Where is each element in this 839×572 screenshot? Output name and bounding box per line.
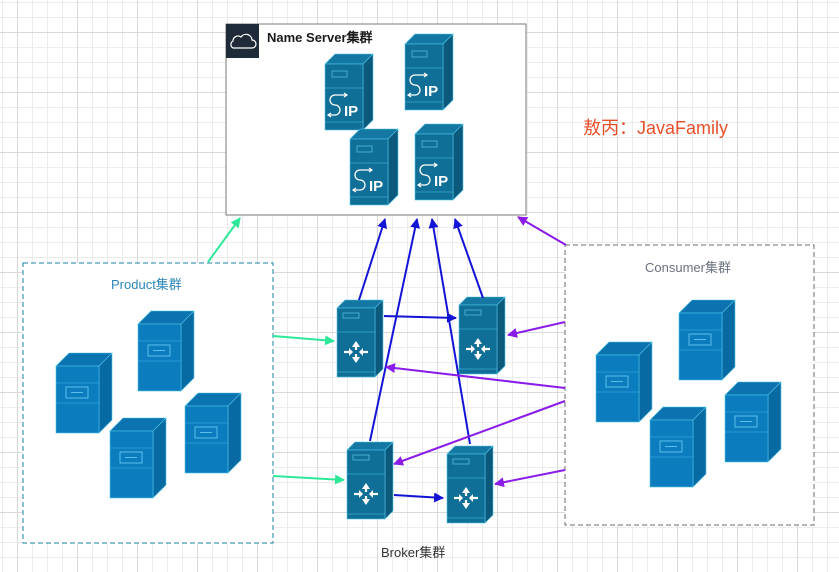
consumer-cluster-label: Consumer集群: [645, 260, 731, 275]
drive-slot-icon: [65, 386, 89, 399]
ip-server-ns2[interactable]: IP: [404, 33, 454, 111]
author-watermark: 敖丙：JavaFamily: [583, 118, 729, 138]
storage-server-p1[interactable]: [55, 352, 113, 434]
storage-server-c3[interactable]: [649, 406, 707, 488]
router-arrows-icon: [454, 487, 478, 509]
drive-slot-icon: [119, 451, 143, 464]
svg-text:IP: IP: [369, 178, 383, 195]
drive-slot-icon: [147, 344, 171, 357]
router-server-b3[interactable]: [346, 441, 394, 520]
product-cluster-label: Product集群: [111, 277, 182, 292]
edge-consumer-to-b2[interactable]: [507, 321, 566, 338]
router-server-b4[interactable]: [446, 445, 494, 524]
ip-routing-icon: IP: [326, 92, 358, 120]
edge-b1-to-nameserver[interactable]: [358, 218, 388, 301]
svg-text:IP: IP: [424, 83, 438, 100]
drive-slot-icon: [605, 375, 629, 388]
ip-routing-icon: IP: [351, 167, 383, 195]
edge-product-to-b1[interactable]: [272, 335, 335, 346]
edge-consumer-to-nameserver[interactable]: [517, 216, 567, 246]
edge-b1-to-b2[interactable]: [383, 312, 457, 323]
edge-b2-to-nameserver[interactable]: [453, 218, 484, 299]
edge-product-to-b3[interactable]: [272, 474, 345, 485]
ip-server-ns3[interactable]: IP: [349, 128, 399, 206]
router-server-b1[interactable]: [336, 299, 384, 378]
storage-server-p2[interactable]: [137, 310, 195, 392]
cloud-icon: [230, 33, 257, 49]
storage-server-c4[interactable]: [724, 381, 782, 463]
storage-server-c1[interactable]: [595, 341, 653, 423]
svg-text:IP: IP: [344, 103, 358, 120]
edge-product-to-nameserver[interactable]: [207, 217, 241, 263]
broker-cluster-label: Broker集群: [381, 545, 446, 560]
edge-b3-to-nameserver[interactable]: [369, 218, 421, 442]
router-arrows-icon: [344, 341, 368, 363]
ip-routing-icon: IP: [416, 162, 448, 190]
ip-server-ns1[interactable]: IP: [324, 53, 374, 131]
storage-server-p4[interactable]: [184, 392, 242, 474]
drive-slot-icon: [659, 440, 683, 453]
ip-routing-icon: IP: [406, 72, 438, 100]
nameserver-cluster-label: Name Server集群: [267, 30, 373, 45]
edge-consumer-to-b4[interactable]: [494, 469, 566, 488]
drive-slot-icon: [194, 426, 218, 439]
storage-server-p3[interactable]: [109, 417, 167, 499]
edge-consumer-to-b1[interactable]: [385, 363, 566, 389]
drive-slot-icon: [688, 333, 712, 346]
edge-consumer-to-b3[interactable]: [393, 400, 566, 466]
router-server-b2[interactable]: [458, 296, 506, 375]
ip-server-ns4[interactable]: IP: [414, 123, 464, 201]
router-arrows-icon: [354, 483, 378, 505]
svg-text:IP: IP: [434, 173, 448, 190]
storage-server-c2[interactable]: [678, 299, 736, 381]
nameserver-header-icon-box: [226, 24, 259, 58]
edge-b4-to-nameserver[interactable]: [428, 218, 471, 445]
drive-slot-icon: [734, 415, 758, 428]
edge-b3-to-b4[interactable]: [393, 492, 444, 503]
router-arrows-icon: [466, 338, 490, 360]
